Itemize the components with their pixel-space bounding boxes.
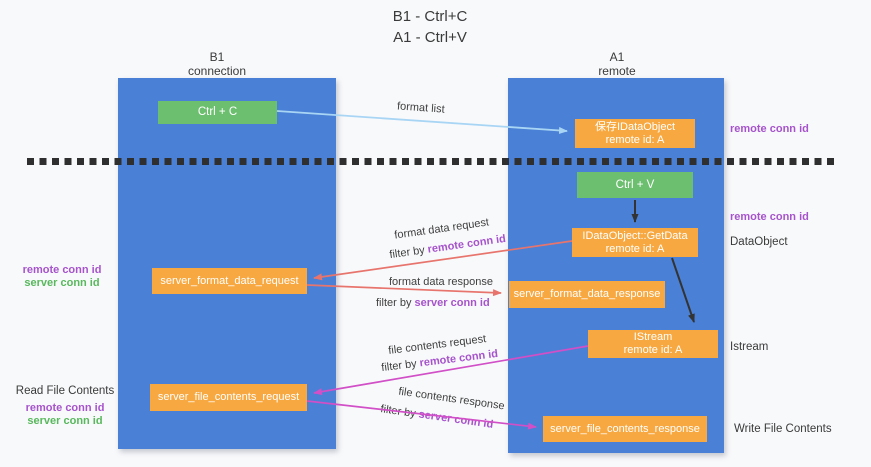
server-conn-id-text: server conn id bbox=[417, 408, 495, 431]
label-server-conn-id-format-left: server conn id bbox=[24, 277, 100, 289]
node-ctrl-v-label: Ctrl + V bbox=[615, 178, 655, 191]
label-server-conn-id-file-left: server conn id bbox=[27, 415, 103, 427]
remote-conn-id-text: remote conn id bbox=[426, 232, 507, 256]
label-write-file-contents: Write File Contents bbox=[734, 423, 832, 435]
title-line-1: B1 - Ctrl+C bbox=[392, 8, 468, 25]
filter-by-text: filter by bbox=[379, 403, 420, 421]
node-istream-line2: remote id: A bbox=[623, 344, 683, 356]
left-column-subtitle: connection bbox=[187, 64, 247, 78]
label-istream: Istream bbox=[730, 341, 769, 353]
label-group-format-left: remote conn id server conn id bbox=[14, 264, 110, 290]
node-istream: IStream remote id: A bbox=[588, 330, 718, 358]
label-remote-conn-id-format-left: remote conn id bbox=[22, 264, 102, 276]
node-server-format-data-request: server_format_data_request bbox=[152, 268, 307, 294]
node-idataobject-getdata-line2: remote id: A bbox=[605, 242, 665, 255]
node-server-file-contents-request: server_file_contents_request bbox=[150, 384, 307, 411]
node-idataobject-getdata: IDataObject::GetData remote id: A bbox=[572, 228, 698, 257]
left-column-name: B1 bbox=[209, 50, 225, 64]
node-server-file-contents-response-label: server_file_contents_response bbox=[550, 422, 700, 435]
right-column-name: A1 bbox=[609, 50, 625, 64]
flow-label-format-list: format list bbox=[396, 100, 446, 116]
label-remote-conn-id-top-right: remote conn id bbox=[730, 123, 809, 135]
left-column-header: B1 connection bbox=[157, 50, 277, 78]
node-server-format-data-response: server_format_data_response bbox=[509, 281, 665, 308]
right-column-header: A1 remote bbox=[557, 50, 677, 78]
node-save-idataobject-line1: 保存IDataObject bbox=[594, 120, 676, 133]
node-server-format-data-response-label: server_format_data_response bbox=[513, 288, 661, 300]
node-server-file-contents-response: server_file_contents_response bbox=[543, 416, 707, 442]
filter-by-text: filter by bbox=[380, 357, 421, 375]
title-line-2: A1 - Ctrl+V bbox=[393, 29, 467, 46]
session-divider-dashed-line bbox=[27, 158, 838, 165]
node-save-idataobject: 保存IDataObject remote id: A bbox=[575, 119, 695, 148]
node-server-file-contents-request-label: server_file_contents_request bbox=[157, 391, 300, 403]
node-istream-line1: IStream bbox=[633, 331, 673, 343]
filter-by-text: filter by bbox=[388, 243, 429, 262]
label-remote-conn-id-file-left: remote conn id bbox=[25, 401, 105, 414]
node-idataobject-getdata-line1: IDataObject::GetData bbox=[582, 229, 688, 242]
node-server-format-data-request-label: server_format_data_request bbox=[160, 274, 299, 287]
label-remote-conn-id-mid-right: remote conn id bbox=[730, 211, 809, 223]
diagram-title: B1 - Ctrl+C A1 - Ctrl+V bbox=[350, 6, 510, 48]
node-ctrl-c-label: Ctrl + C bbox=[197, 106, 238, 118]
node-ctrl-c: Ctrl + C bbox=[158, 101, 277, 124]
flow-label-format-data-response: format data response bbox=[389, 276, 493, 288]
filter-by-text: filter by bbox=[376, 297, 415, 309]
label-read-file-contents: Read File Contents bbox=[15, 385, 115, 397]
label-dataobject: DataObject bbox=[730, 236, 788, 248]
node-ctrl-v: Ctrl + V bbox=[577, 172, 693, 198]
right-column-subtitle: remote bbox=[598, 64, 636, 78]
server-conn-id-text: server conn id bbox=[414, 297, 490, 309]
label-group-file-left: Read File Contents remote conn id server… bbox=[12, 385, 118, 429]
flow-filter-format-data-response: filter by server conn id bbox=[376, 297, 490, 309]
node-save-idataobject-line2: remote id: A bbox=[605, 133, 665, 146]
